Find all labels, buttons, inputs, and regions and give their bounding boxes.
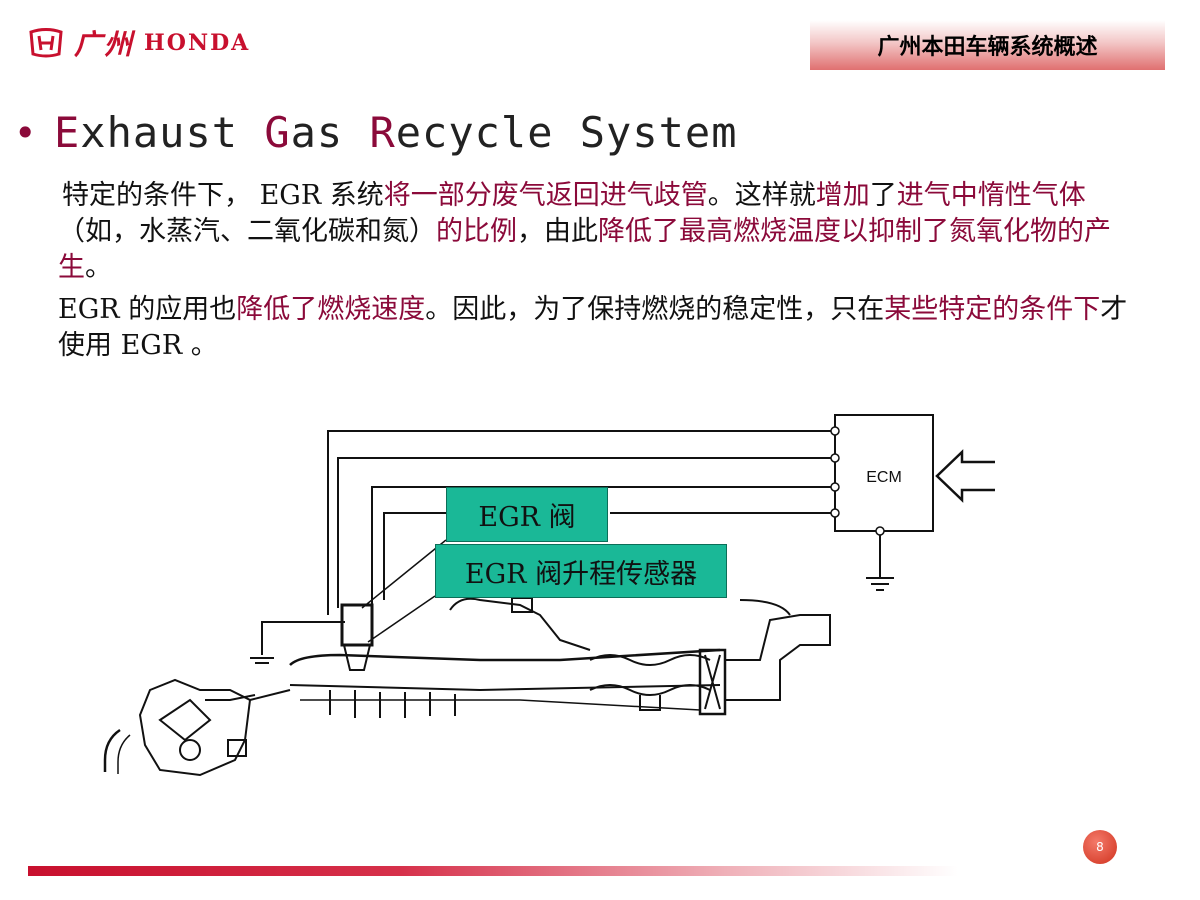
title-letter-e: E <box>54 108 81 157</box>
para1-highlight: 的比例 <box>436 216 517 247</box>
page-number-badge: 8 <box>1083 830 1117 864</box>
title-letter-g: G <box>264 108 291 157</box>
page-number: 8 <box>1096 840 1104 854</box>
para2-highlight: 某些特定的条件下 <box>884 294 1101 325</box>
input-arrow-icon <box>935 449 995 503</box>
egr-lift-sensor-callout: EGR 阀升程传感器 <box>435 544 727 598</box>
egr-lift-sensor-callout-label: EGR 阀升程传感器 <box>464 558 698 590</box>
egr-system-diagram: ECM <box>103 414 995 777</box>
para1-highlight: 将一部分废气返回进气歧管 <box>383 180 708 211</box>
engine-block-icon <box>138 678 252 777</box>
wire-1 <box>327 430 835 615</box>
para1-text: 特定的条件下， EGR 系统 <box>62 180 384 211</box>
paragraph-2: EGR 的应用也降低了燃烧速度。因此，为了保持燃烧的稳定性，只在某些特定的条件下… <box>58 292 1138 364</box>
honda-h-icon <box>29 28 63 58</box>
header-banner: 广州本田车辆系统概述 <box>810 20 1165 70</box>
ecm-label: ECM <box>866 469 902 486</box>
wire-3 <box>371 486 835 605</box>
para2-text: 。因此，为了保持燃烧的稳定性，只在 <box>425 294 885 325</box>
brand-chinese-name: 广州 <box>74 28 135 61</box>
slide-title-row: • Exhaust Gas Recycle System <box>14 108 738 158</box>
slide-title: Exhaust Gas Recycle System <box>54 108 738 158</box>
wire-2 <box>337 457 835 608</box>
brand-english-name: HONDA <box>144 30 251 56</box>
para1-text: ，由此 <box>517 216 598 247</box>
paragraph-1: 特定的条件下， EGR 系统将一部分废气返回进气歧管。这样就增加了进气中惰性气体… <box>58 178 1138 286</box>
para1-text: 。这样就 <box>707 180 816 211</box>
title-part: as <box>290 108 370 157</box>
title-part: xhaust <box>80 108 265 157</box>
para1-text: （如，水蒸汽、二氧化碳和氮） <box>58 216 436 247</box>
honda-logo: 广州 HONDA <box>28 26 251 61</box>
wire-5 <box>383 512 446 600</box>
para2-text: EGR 的应用也 <box>58 294 237 325</box>
para1-text: 了 <box>869 180 897 211</box>
footer-gradient-line <box>28 866 958 876</box>
egr-valve-icon <box>340 603 374 647</box>
para2-highlight: 降低了燃烧速度 <box>236 294 426 325</box>
para2-text: 才使用 EGR 。 <box>58 294 1128 361</box>
air-filter-icon <box>698 648 727 716</box>
egr-valve-callout-label: EGR 阀 <box>478 502 576 533</box>
para1-highlight: 进气中惰性气体 <box>896 180 1086 211</box>
para1-highlight: 降低了最高燃烧温度以抑制了氮氧化物的产生 <box>58 216 1111 283</box>
egr-valve-callout: EGR 阀 <box>446 487 608 542</box>
title-part: ecycle System <box>395 108 738 157</box>
bullet-icon: • <box>14 111 37 155</box>
para1-text: 。 <box>85 252 112 283</box>
title-letter-r: R <box>369 108 396 157</box>
para1-highlight: 增加 <box>815 180 870 211</box>
header-title: 广州本田车辆系统概述 <box>877 35 1098 60</box>
